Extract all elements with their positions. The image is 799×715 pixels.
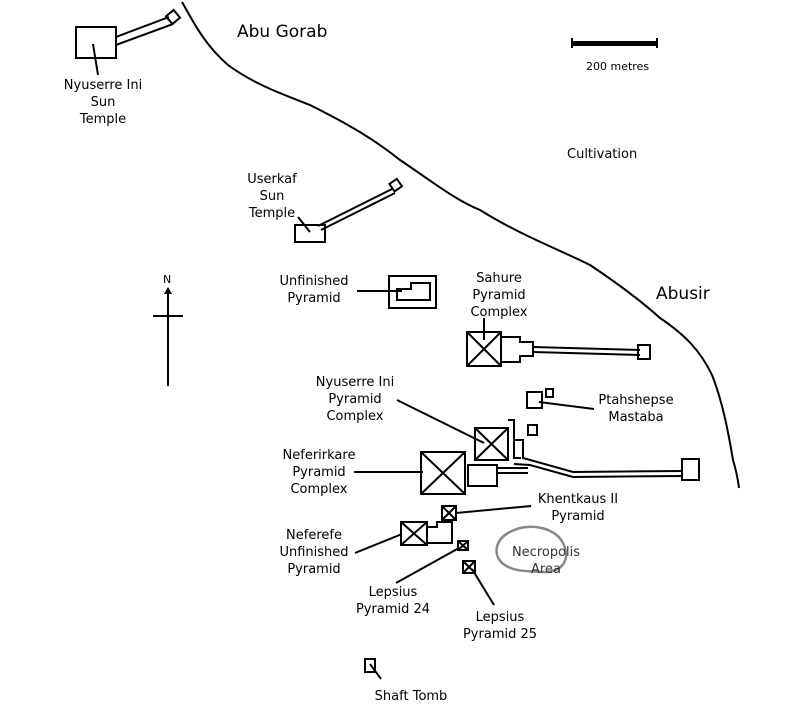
label-ptahshepses: Ptahshepse Mastaba xyxy=(598,393,674,425)
scale-bar xyxy=(572,41,657,46)
ptahshepses-mastaba xyxy=(526,391,543,409)
lepsius-pyramid-24 xyxy=(457,540,469,551)
label-neferefe: Neferefe Unfinished Pyramid xyxy=(279,528,349,577)
nyuserre-causeway xyxy=(514,439,684,474)
userkaf-sun-temple-valley-temple xyxy=(388,177,404,193)
shaft-tomb xyxy=(364,658,376,673)
scale-bar-label: 200 metres xyxy=(586,60,650,73)
lepsius-pyramid-25 xyxy=(462,560,476,574)
neferefe-mortuary-temple xyxy=(427,521,453,544)
label-nyuserre-pyramid: Nyuserre Ini Pyramid Complex xyxy=(315,375,395,424)
label-sahure: Sahure Pyramid Complex xyxy=(470,271,528,320)
place-label-abusir: Abusir xyxy=(656,284,710,304)
nyuserre-small-structure xyxy=(527,424,538,436)
label-nyuserre-sun-temple: Nyuserre Ini Sun Temple xyxy=(63,78,143,127)
nyuserre-pyramid xyxy=(474,427,509,461)
cultivation-boundary-line xyxy=(181,1,740,489)
unfinished-pyramid-inner xyxy=(396,282,431,301)
label-unfinished-pyramid: Unfinished Pyramid xyxy=(279,274,349,306)
sahure-valley-temple xyxy=(637,344,651,360)
necropolis-area-outline xyxy=(495,525,568,574)
neferirkare-mortuary-temple xyxy=(467,464,498,487)
place-label-cultivation: Cultivation xyxy=(567,147,638,162)
label-necropolis-area: Necropolis Area xyxy=(511,545,581,577)
label-userkaf-sun-temple: Userkaf Sun Temple xyxy=(247,172,297,221)
ptahshepses-small-structure xyxy=(545,388,554,398)
sahure-mortuary-temple xyxy=(501,336,534,363)
userkaf-sun-temple-enclosure xyxy=(294,224,326,243)
label-khentkaus-ii: Khentkaus II Pyramid xyxy=(537,492,619,524)
label-lepsius-24: Lepsius Pyramid 24 xyxy=(355,585,431,617)
nyuserre-sun-temple-valley-temple xyxy=(164,8,182,26)
nyuserre-valley-temple xyxy=(681,458,700,481)
north-arrow-label: N xyxy=(163,273,172,286)
label-shaft-tomb: Shaft Tomb xyxy=(374,689,448,704)
place-label-abu-gorab: Abu Gorab xyxy=(237,22,328,42)
label-lepsius-25: Lepsius Pyramid 25 xyxy=(462,610,538,642)
label-neferirkare: Neferirkare Pyramid Complex xyxy=(282,448,356,497)
nyuserre-sun-temple-enclosure xyxy=(75,26,117,59)
north-arrow-head xyxy=(164,287,172,294)
